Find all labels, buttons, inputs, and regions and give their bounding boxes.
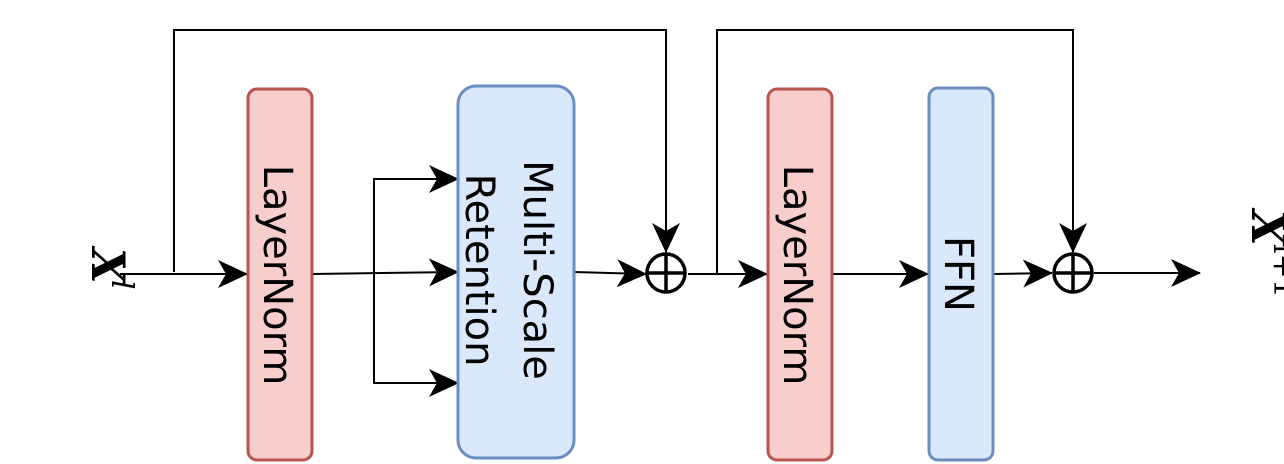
- input-label-superscript: l: [104, 280, 139, 290]
- layernorm-1-block: LayerNorm: [246, 87, 314, 462]
- input-label: X l: [81, 245, 139, 290]
- input-label-base: X: [81, 245, 135, 286]
- layernorm-2-label: LayerNorm: [774, 165, 820, 386]
- ffn-block: FFN: [927, 86, 995, 462]
- output-label-base: X: [1241, 207, 1284, 248]
- layernorm-2-block: LayerNorm: [766, 87, 834, 462]
- residual-skip-2: [716, 29, 1087, 274]
- msr-label-line-1: Multi-Scale: [514, 160, 560, 380]
- msr-branch-top-arrow: [373, 165, 459, 273]
- output-label-superscript: l+1: [1266, 244, 1284, 298]
- residual-add-2-icon: [1052, 252, 1094, 294]
- residual-add-1-icon: [645, 252, 687, 294]
- output-label: X l+1: [1241, 207, 1284, 298]
- msr-branch-bottom-arrow: [373, 273, 459, 397]
- layernorm-1-label: LayerNorm: [254, 165, 300, 386]
- residual-skip-1: [173, 29, 680, 272]
- msr-label-line-2: Retention: [456, 174, 502, 367]
- layernorm-1-to-msr-arrow: [312, 258, 459, 287]
- multi-scale-retention-block: Multi-Scale Retention: [456, 84, 576, 460]
- ffn-to-add-2-arrow: [993, 259, 1053, 288]
- ffn-label: FFN: [935, 236, 981, 312]
- msr-to-add-1-arrow: [573, 259, 647, 288]
